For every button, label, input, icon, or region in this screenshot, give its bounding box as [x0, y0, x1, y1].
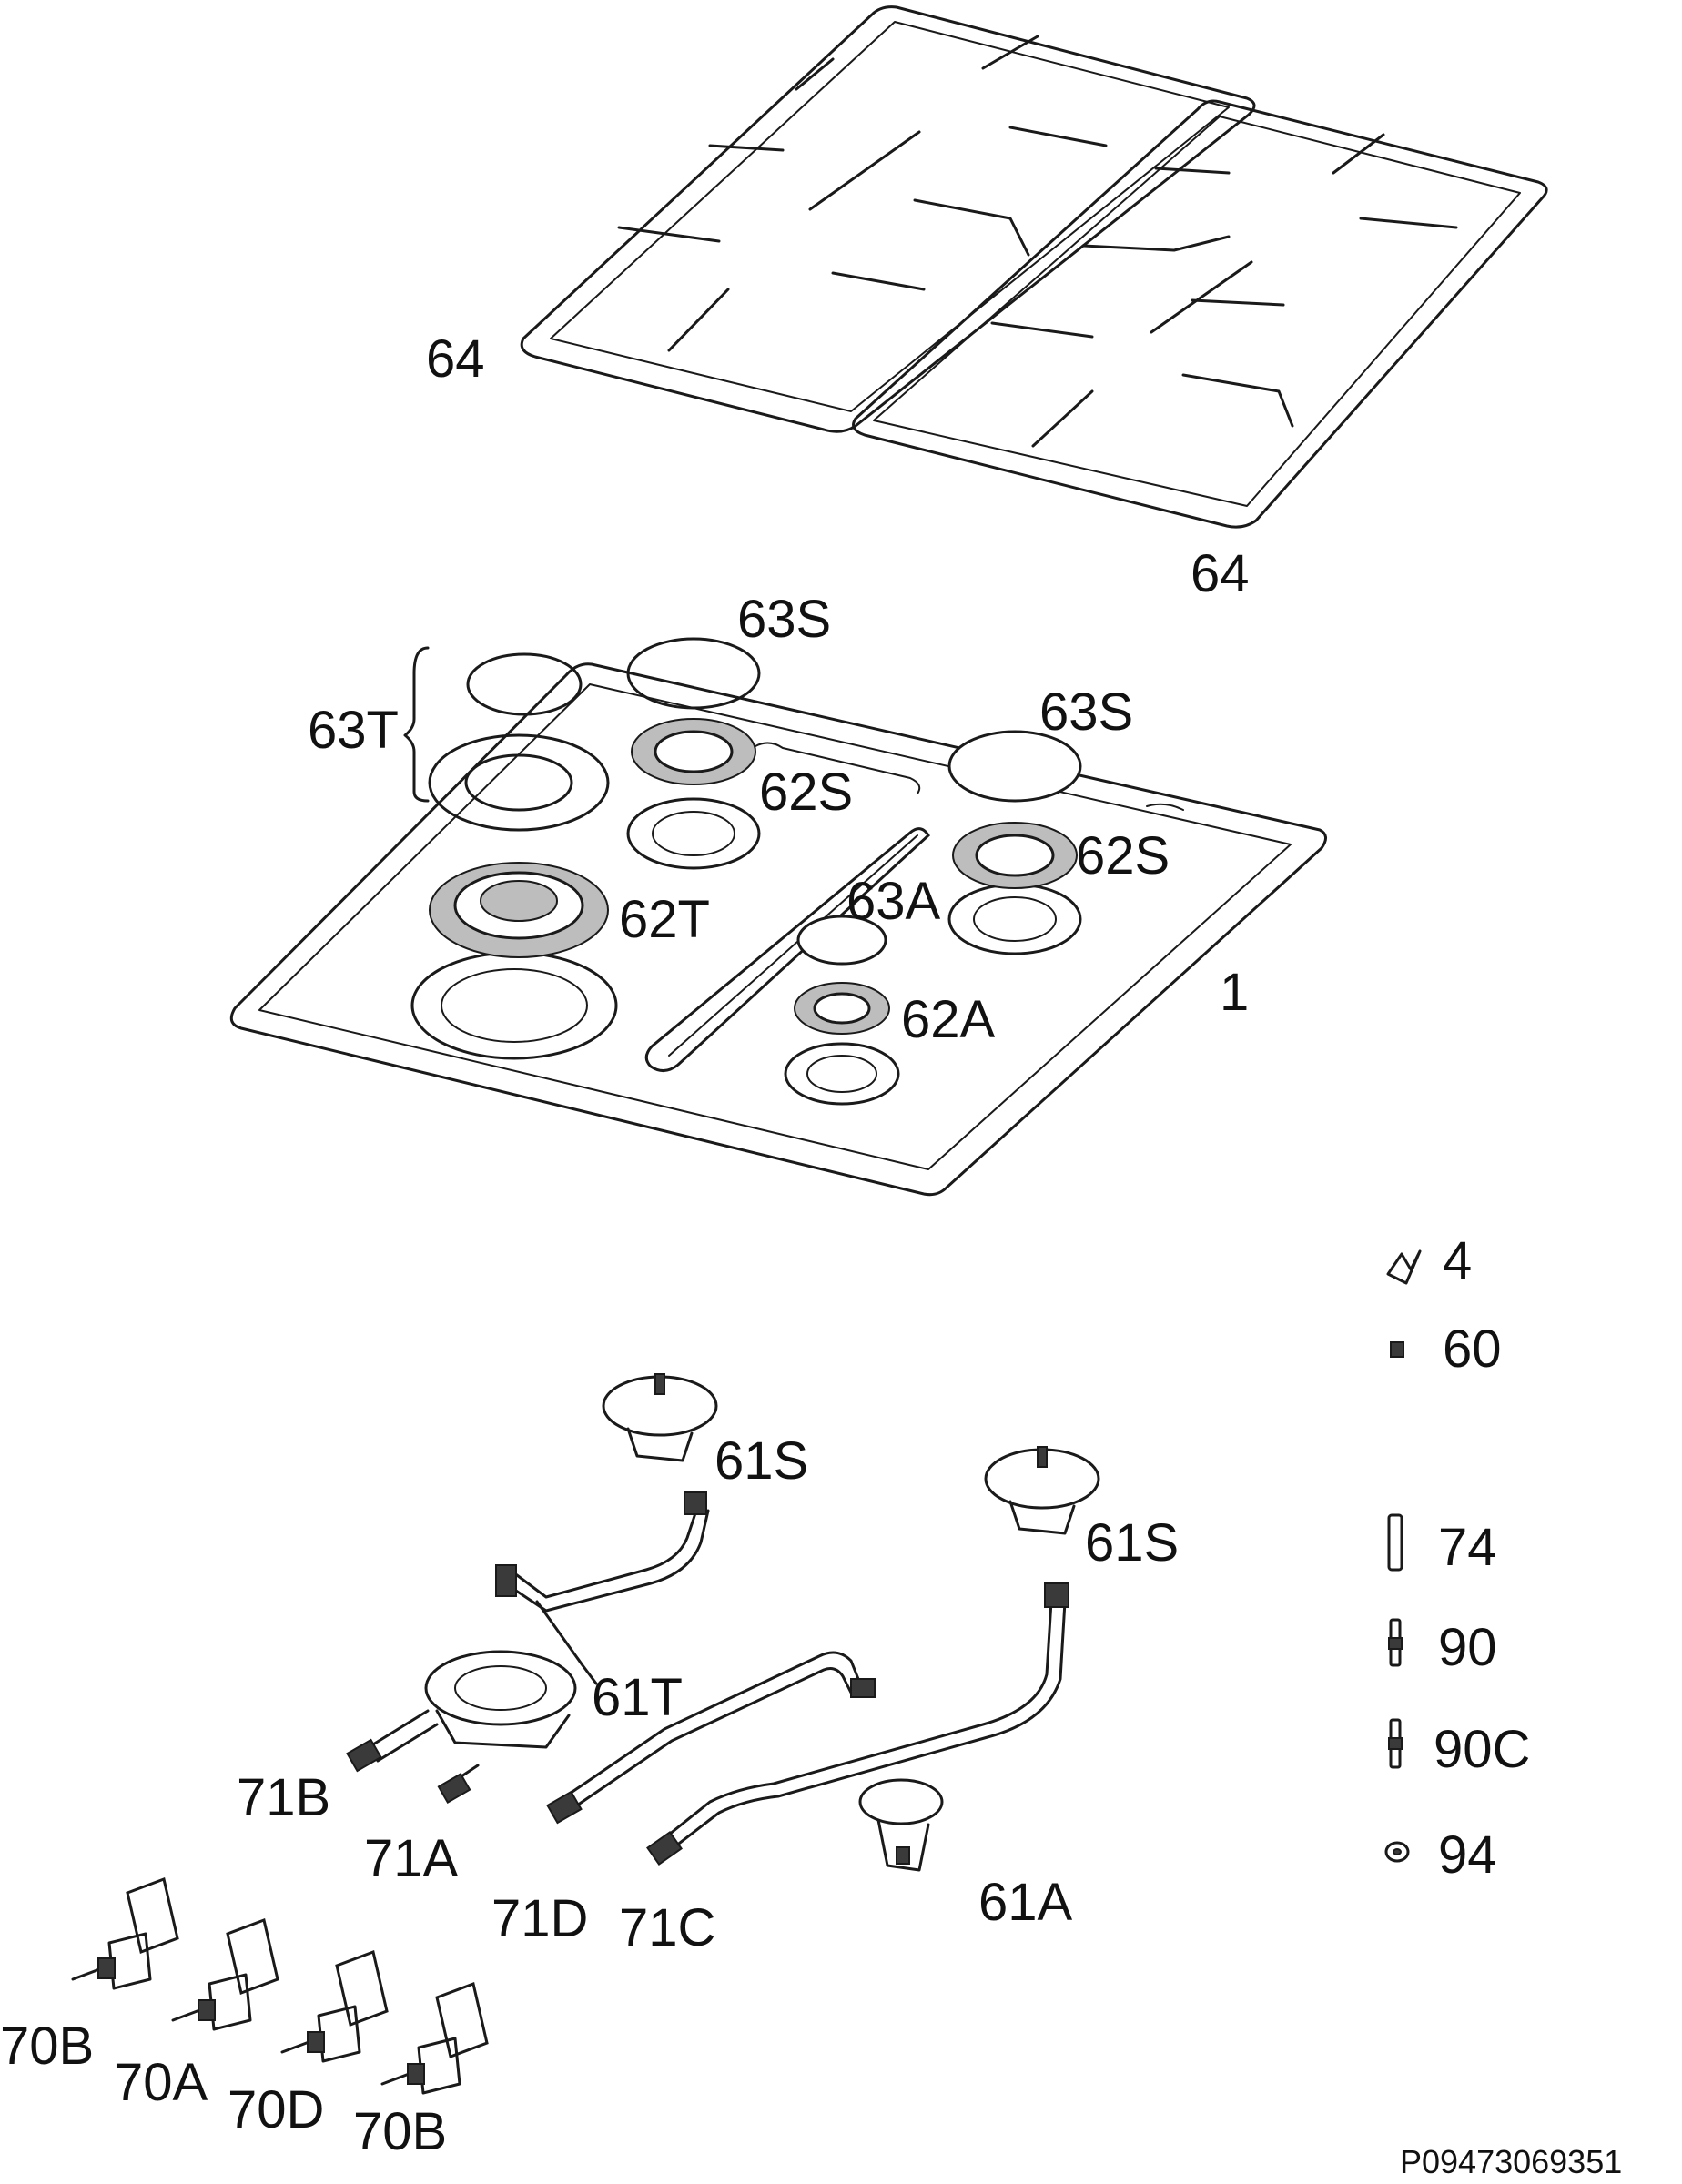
gas-pipe-71D — [546, 1651, 876, 1825]
label-64-left: 64 — [426, 329, 485, 389]
gas-pipe-71B — [346, 1709, 439, 1773]
part-90-spark-plug-icon — [1388, 1618, 1403, 1667]
burner-cap-63A — [796, 915, 887, 966]
label-70A: 70A — [114, 2053, 208, 2112]
burner-crown-62S-left — [631, 718, 756, 785]
burner-body-61S-left — [602, 1373, 718, 1462]
label-94: 94 — [1438, 1825, 1497, 1885]
burner-cap-63T-ring — [428, 733, 610, 832]
gas-pipe-71A — [437, 1764, 480, 1805]
label-71B: 71B — [237, 1768, 330, 1827]
label-1: 1 — [1220, 963, 1249, 1022]
part-90C-spark-plug-icon — [1388, 1718, 1403, 1769]
gas-pipe-61S-left-feed — [495, 1491, 710, 1685]
label-70B-right: 70B — [353, 2102, 447, 2161]
gas-pipe-71C — [646, 1582, 1069, 1866]
label-64-right: 64 — [1191, 544, 1250, 603]
label-61S-left: 61S — [714, 1431, 808, 1491]
part-74-thermocouple-icon — [1387, 1513, 1403, 1572]
pan-support-grid-left — [520, 5, 1256, 433]
part-4-clip-icon — [1386, 1249, 1422, 1285]
label-4: 4 — [1443, 1231, 1472, 1290]
label-74: 74 — [1438, 1518, 1497, 1577]
label-70B-left: 70B — [0, 2017, 94, 2076]
label-71D: 71D — [491, 1889, 588, 1948]
gas-tap-70A — [171, 1917, 279, 2031]
hob-burner-seat-front-right — [784, 1042, 900, 1106]
gas-tap-70B-left — [71, 1876, 179, 1990]
burner-crown-62A — [794, 982, 890, 1035]
label-61S-right: 61S — [1085, 1513, 1179, 1572]
label-61T: 61T — [592, 1668, 683, 1727]
label-90C: 90C — [1434, 1720, 1530, 1779]
label-70D: 70D — [228, 2080, 324, 2139]
label-63S-right: 63S — [1039, 682, 1133, 742]
bracket-63T — [403, 646, 430, 803]
gas-tap-70D — [280, 1949, 389, 2063]
label-62S-right: 62S — [1076, 826, 1170, 885]
label-61A: 61A — [978, 1873, 1073, 1932]
burner-body-61S-right — [984, 1446, 1100, 1535]
label-90: 90 — [1438, 1618, 1497, 1677]
hob-burner-seat-rear-left — [626, 797, 761, 870]
pan-support-grid-right — [852, 99, 1548, 529]
burner-cap-63S-right — [947, 730, 1082, 803]
hob-burner-seat-front-left — [410, 951, 618, 1060]
part-60-nut-icon — [1390, 1341, 1404, 1358]
hob-burner-seat-rear-right — [947, 883, 1082, 956]
label-63A: 63A — [846, 872, 941, 931]
label-62A: 62A — [901, 990, 996, 1049]
burner-cap-63T-small — [466, 652, 583, 716]
burner-crown-62S-right — [952, 822, 1078, 889]
label-63S-top: 63S — [737, 590, 831, 649]
label-62S-left: 62S — [759, 763, 853, 822]
drawing-code: P09473069351 — [1400, 2143, 1622, 2180]
burner-body-61A — [858, 1778, 944, 1872]
burner-body-61T — [424, 1650, 577, 1749]
label-63T: 63T — [308, 701, 399, 760]
label-71A: 71A — [364, 1829, 459, 1888]
label-62T: 62T — [619, 890, 710, 949]
label-71C: 71C — [619, 1898, 715, 1957]
gas-tap-70B-right — [380, 1981, 489, 2095]
label-60: 60 — [1443, 1320, 1502, 1379]
part-94-washer-icon — [1384, 1841, 1410, 1863]
burner-crown-62T — [429, 862, 609, 958]
